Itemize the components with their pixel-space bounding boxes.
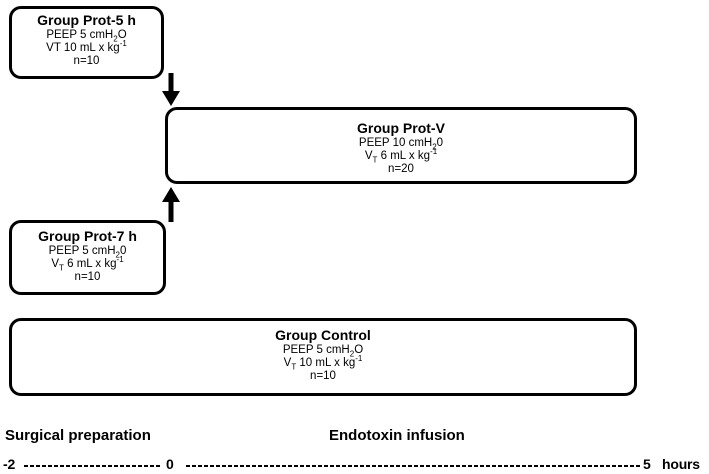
group-prot-v-n: n=20	[388, 163, 414, 175]
timeline-mid-label: 0	[166, 456, 174, 472]
group-prot-5h-box: Group Prot-5 h PEEP 5 cmH2O VT 10 mL x k…	[9, 6, 164, 79]
group-control-n: n=10	[310, 370, 336, 382]
down-arrow-icon	[162, 73, 180, 106]
timeline-start-label: -2	[3, 456, 16, 472]
phase-surgical-preparation: Surgical preparation	[5, 427, 151, 444]
group-prot-v-title: Group Prot-V	[357, 120, 445, 136]
timeline-unit-label: hours	[662, 456, 700, 472]
group-prot-v-box: Group Prot-V PEEP 10 cmH20 VT 6 mL x kg-…	[165, 107, 637, 184]
group-prot-7h-vt: VT 6 mL x kg-1	[51, 255, 124, 273]
group-prot-7h-title: Group Prot-7 h	[38, 228, 137, 244]
group-prot-5h-vt: VT 10 mL x kg-1	[46, 39, 127, 54]
up-arrow-icon	[162, 187, 180, 222]
phase-endotoxin-infusion: Endotoxin infusion	[329, 427, 465, 444]
timeline-end-label: 5	[643, 456, 651, 472]
timeline-dashes-right	[186, 465, 642, 467]
group-prot-7h-peep: PEEP 5 cmH20	[48, 245, 127, 260]
group-control-title: Group Control	[275, 327, 371, 343]
group-control-box: Group Control PEEP 5 cmH2O VT 10 mL x kg…	[9, 318, 637, 396]
group-prot-v-peep: PEEP 10 cmH20	[358, 137, 444, 152]
group-prot-5h-peep: PEEP 5 cmH2O	[46, 29, 127, 44]
group-prot-5h-title: Group Prot-5 h	[37, 12, 136, 28]
group-control-vt: VT 10 mL x kg-1	[283, 354, 363, 372]
group-prot-5h-n: n=10	[73, 55, 100, 67]
timeline-dashes-left	[24, 465, 162, 467]
group-prot-7h-n: n=10	[74, 271, 101, 283]
group-prot-v-vt: VT 6 mL x kg-1	[364, 147, 438, 165]
group-control-peep: PEEP 5 cmH2O	[282, 344, 364, 359]
group-prot-7h-box: Group Prot-7 h PEEP 5 cmH20 VT 6 mL x kg…	[9, 220, 166, 295]
